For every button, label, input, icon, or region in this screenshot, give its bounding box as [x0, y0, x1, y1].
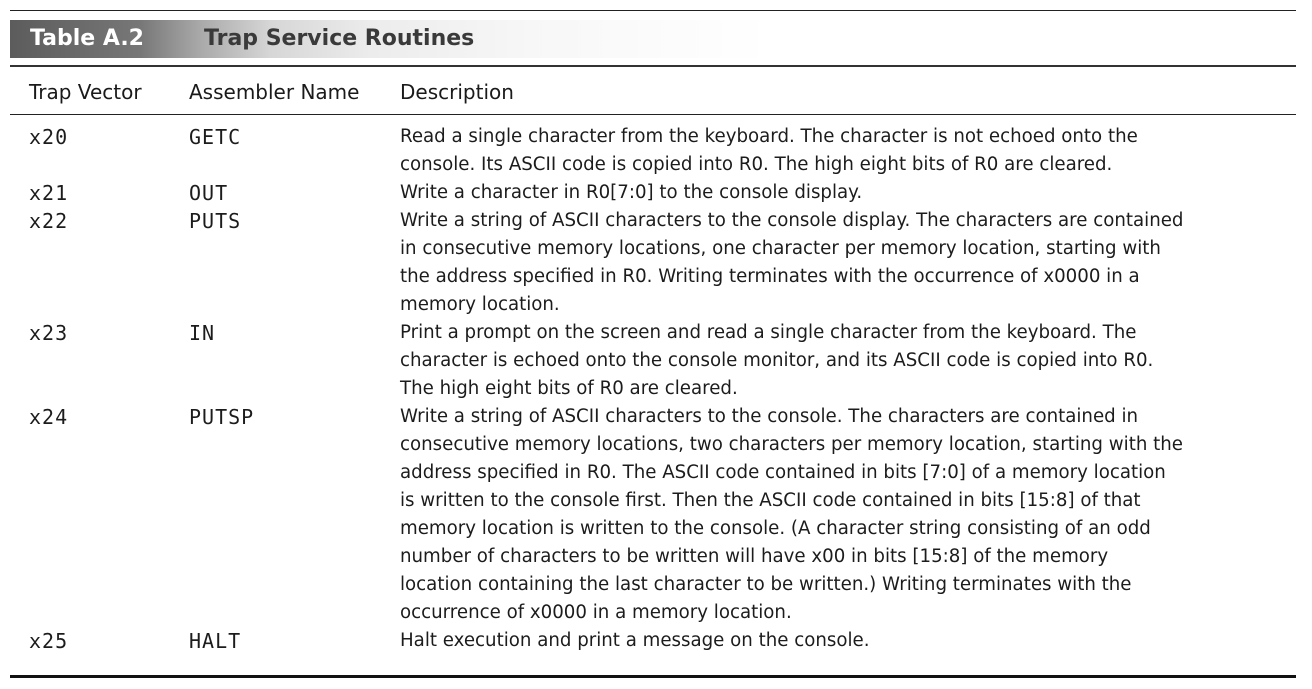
description-cell: Write a string of ASCII characters to th… [400, 403, 1298, 627]
table-row: x21 OUT Write a character in R0[7:0] to … [0, 179, 1312, 207]
description-line: console. Its ASCII code is copied into R… [400, 154, 1113, 175]
top-rule [10, 10, 1296, 11]
header-trap-vector: Trap Vector [29, 80, 142, 104]
description-line: memory location is written to the consol… [400, 518, 1151, 539]
description-cell: Print a prompt on the screen and read a … [400, 319, 1298, 403]
description-line: occurrence of x0000 in a memory location… [400, 602, 792, 623]
header-description: Description [400, 80, 514, 104]
description-cell: Halt execution and print a message on th… [400, 627, 1298, 655]
description-line: location containing the last character t… [400, 574, 1132, 595]
description-cell: Read a single character from the keyboar… [400, 123, 1298, 179]
description-line: number of characters to be written will … [400, 546, 1109, 567]
bottom-rule [10, 675, 1296, 678]
table-label: Table A.2 [30, 26, 144, 51]
assembler-name-cell: PUTS [189, 209, 242, 233]
table-body: x20 GETC Read a single character from th… [0, 123, 1312, 655]
trap-vector-cell: x23 [29, 321, 69, 345]
header-assembler-name: Assembler Name [189, 80, 360, 104]
table-row: x20 GETC Read a single character from th… [0, 123, 1312, 179]
title-rule [10, 65, 1296, 67]
description-cell: Write a character in R0[7:0] to the cons… [400, 179, 1298, 207]
description-line: Halt execution and print a message on th… [400, 630, 870, 651]
description-line: the address specified in R0. Writing ter… [400, 266, 1140, 287]
description-line: in consecutive memory locations, one cha… [400, 238, 1161, 259]
description-line: Write a string of ASCII characters to th… [400, 406, 1139, 427]
description-line: Write a character in R0[7:0] to the cons… [400, 182, 863, 203]
table-row: x25 HALT Halt execution and print a mess… [0, 627, 1312, 655]
description-cell: Write a string of ASCII characters to th… [400, 207, 1298, 319]
assembler-name-cell: GETC [189, 125, 242, 149]
header-rule [10, 114, 1296, 115]
trap-vector-cell: x25 [29, 629, 69, 653]
description-line: character is echoed onto the console mon… [400, 350, 1154, 371]
description-line: memory location. [400, 294, 560, 315]
description-line: Write a string of ASCII characters to th… [400, 210, 1184, 231]
description-line: is written to the console first. Then th… [400, 490, 1141, 511]
trap-vector-cell: x21 [29, 181, 69, 205]
assembler-name-cell: HALT [189, 629, 242, 653]
trap-vector-cell: x22 [29, 209, 69, 233]
assembler-name-cell: PUTSP [189, 405, 255, 429]
description-line: address specified in R0. The ASCII code … [400, 462, 1166, 483]
table-row: x24 PUTSP Write a string of ASCII charac… [0, 403, 1312, 627]
table-row: x22 PUTS Write a string of ASCII charact… [0, 207, 1312, 319]
description-line: Print a prompt on the screen and read a … [400, 322, 1137, 343]
table-title: Trap Service Routines [204, 26, 475, 51]
title-band [10, 20, 1296, 58]
trap-vector-cell: x20 [29, 125, 69, 149]
table-row: x23 IN Print a prompt on the screen and … [0, 319, 1312, 403]
assembler-name-cell: OUT [189, 181, 229, 205]
trap-vector-cell: x24 [29, 405, 69, 429]
description-line: The high eight bits of R0 are cleared. [400, 378, 738, 399]
description-line: consecutive memory locations, two charac… [400, 434, 1183, 455]
assembler-name-cell: IN [189, 321, 216, 345]
description-line: Read a single character from the keyboar… [400, 126, 1138, 147]
